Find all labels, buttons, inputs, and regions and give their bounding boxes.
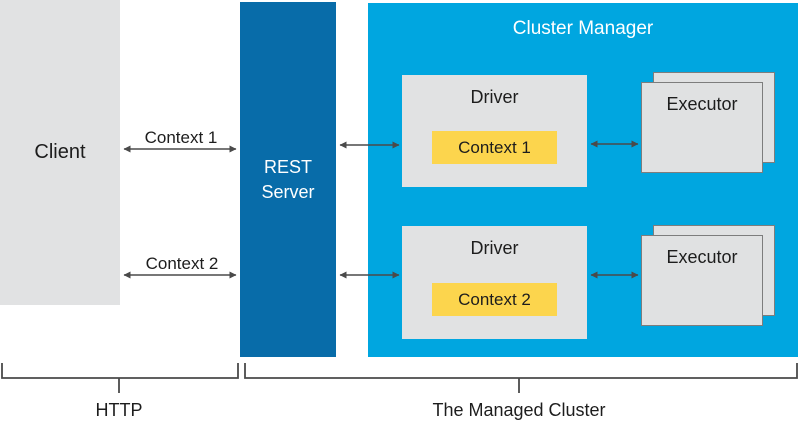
client-label: Client (34, 141, 86, 163)
http-bracket-label: HTTP (95, 400, 143, 420)
rest-server-box: REST Server (240, 2, 336, 357)
rest-server-label-line1: REST (263, 156, 312, 177)
driver-1-context-label: Context 1 (458, 137, 531, 157)
http-bracket (1, 363, 239, 393)
executor-1-front-box: Executor (641, 82, 763, 173)
executor-2-label: Executor (666, 247, 738, 267)
cluster-manager-title: Cluster Manager (512, 18, 654, 39)
executor-1-label: Executor (666, 94, 738, 114)
driver-2-context-label: Context 2 (458, 289, 531, 309)
driver-1-label: Driver (470, 87, 519, 107)
driver-box-2: Driver (402, 226, 587, 339)
context-2-connection-label: Context 2 (145, 254, 219, 273)
driver-2-context-chip: Context 2 (432, 283, 557, 316)
rest-server-label-line2: Server (261, 181, 315, 202)
driver-2-label: Driver (470, 238, 519, 258)
managed-cluster-bracket-label: The Managed Cluster (432, 400, 606, 420)
managed-cluster-bracket (244, 363, 798, 393)
executor-2-front-box: Executor (641, 235, 763, 326)
context-1-connection-label: Context 1 (144, 128, 218, 147)
client-box: Client (0, 0, 120, 305)
driver-1-context-chip: Context 1 (432, 131, 557, 164)
